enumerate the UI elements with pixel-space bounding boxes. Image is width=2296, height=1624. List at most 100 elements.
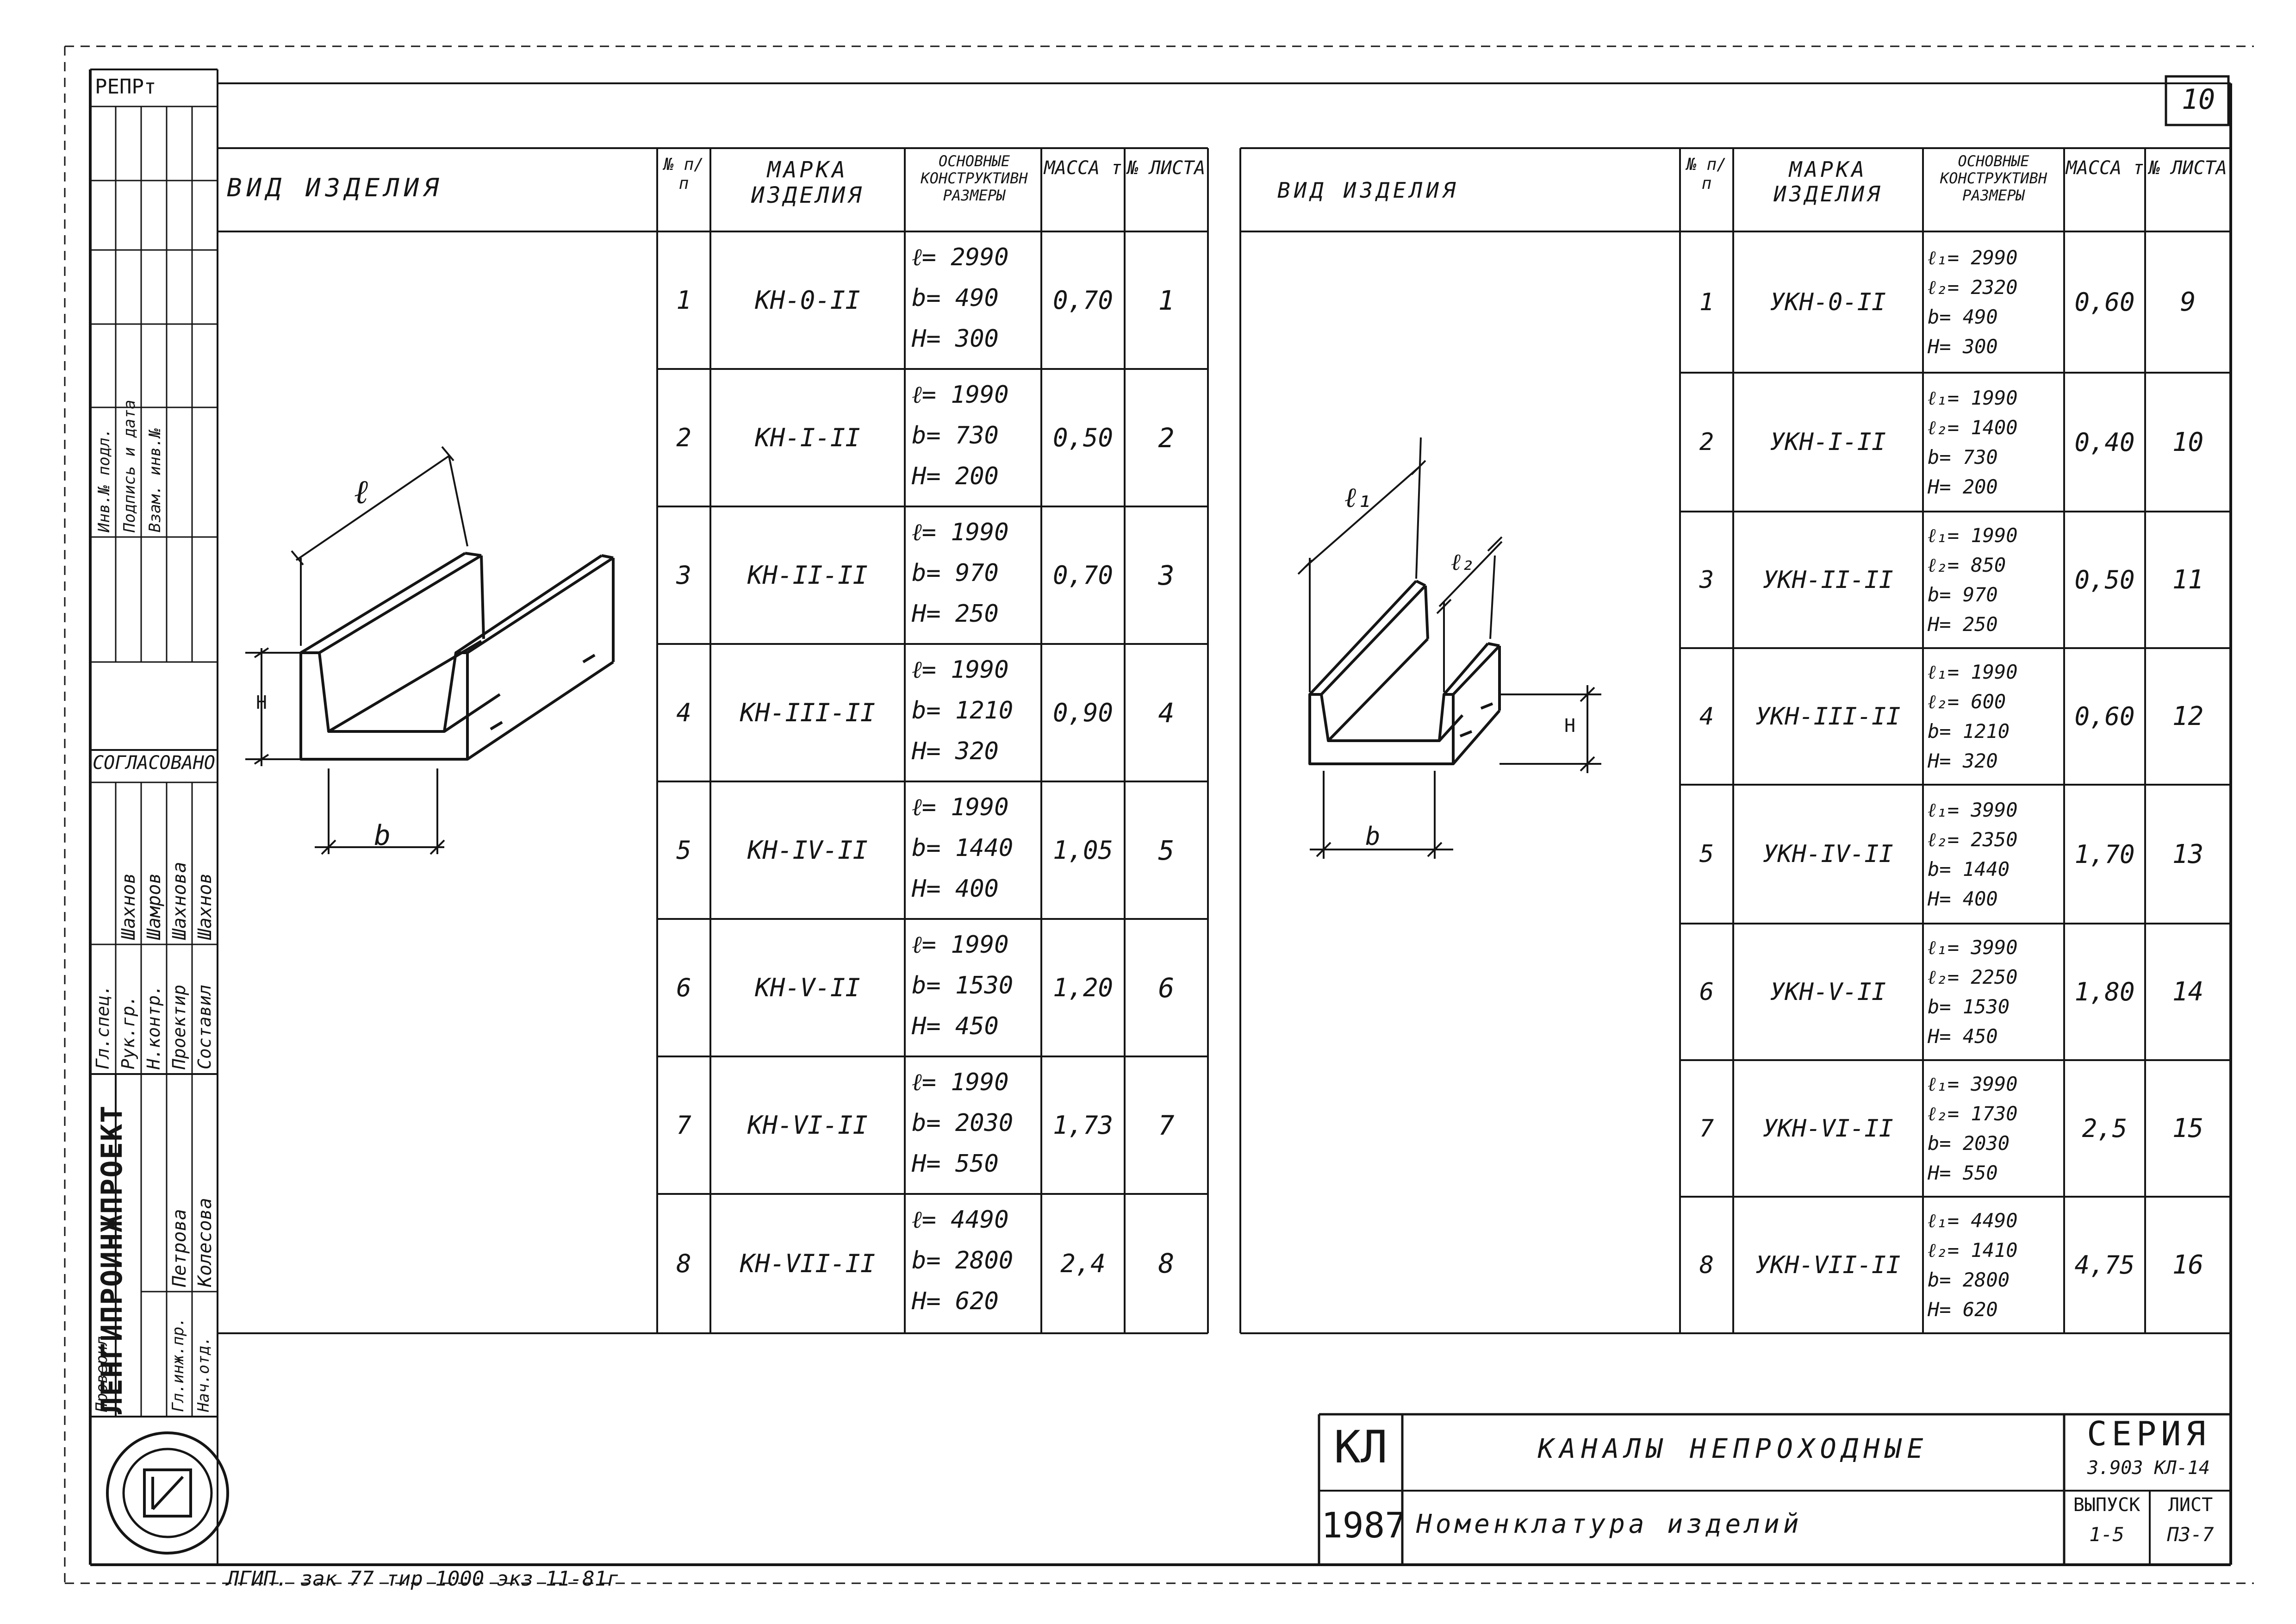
right-header-dims: ОСНОВНЫЕ КОНСТРУКТИВН РАЗМЕРЫ [1940, 152, 2047, 204]
issue-value: 1-5 [2089, 1523, 2124, 1546]
row-mark: УКН-V-II [1770, 978, 1886, 1006]
row-num: 6 [676, 973, 691, 1002]
row-mass: 0,90 [1052, 698, 1114, 727]
row-num: 1 [676, 286, 691, 315]
row-mass: 4,75 [2074, 1250, 2135, 1280]
series-label: СЕРИЯ [2087, 1414, 2210, 1453]
row-mark: КН-0-II [755, 286, 860, 315]
row-num: 8 [676, 1249, 691, 1278]
page-number: 10 [2181, 83, 2215, 116]
row-sheet: 10 [2172, 427, 2204, 457]
right-header-mass: МАССА т [2066, 157, 2144, 179]
row-num: 2 [1699, 428, 1714, 456]
row-mass: 0,70 [1052, 286, 1114, 315]
left-header-dims: ОСНОВНЫЕ КОНСТРУКТИВН РАЗМЕРЫ [921, 152, 1028, 204]
row-mass: 2,4 [1060, 1249, 1106, 1278]
row-sheet: 1 [1158, 284, 1175, 316]
row-mass: 0,50 [2074, 565, 2135, 594]
row-mass: 1,05 [1052, 836, 1114, 865]
row-sheet: 15 [2172, 1113, 2204, 1143]
row-num: 3 [676, 561, 691, 590]
row-mass: 1,20 [1052, 973, 1114, 1002]
row-num: 7 [1699, 1114, 1714, 1143]
title-block-title: КАНАЛЫ НЕПРОХОДНЫЕ [1537, 1433, 1929, 1464]
row-num: 4 [1699, 702, 1714, 731]
stamp-code-top: РЕПРт [95, 75, 156, 99]
row-mass: 0,40 [2074, 427, 2135, 457]
row-sheet: 5 [1158, 834, 1175, 866]
row-mass: 2,5 [2082, 1114, 2128, 1143]
row-sheet: 6 [1158, 972, 1175, 1004]
row-sheet: 16 [2172, 1250, 2204, 1280]
approved-label: СОГЛАСОВАНО [93, 752, 215, 774]
left-header-mark: МАРКА ИЗДЕЛИЯ [751, 157, 865, 209]
row-mass: 0,70 [1052, 561, 1114, 590]
dimension-label-length2: ℓ₂ [1451, 549, 1475, 575]
row-num: 5 [1699, 840, 1714, 868]
row-mark: КН-V-II [755, 973, 860, 1002]
row-sheet: 13 [2172, 839, 2204, 869]
row-mark: УКН-I-II [1770, 428, 1886, 456]
dimension-label-length1: ℓ₁ [1344, 481, 1373, 514]
dimension-label-length: ℓ [354, 472, 368, 511]
row-mark: УКН-IV-II [1763, 840, 1893, 868]
right-header-mark: МАРКА ИЗДЕЛИЯ [1773, 157, 1883, 206]
sheet-value: ПЗ-7 [2167, 1523, 2214, 1546]
row-mark: КН-II-II [747, 561, 868, 590]
left-header-num: № п/п [664, 155, 704, 194]
left-header-mass: МАССА т [1044, 157, 1122, 179]
row-num: 2 [676, 423, 691, 452]
print-footer-note: ЛГИП. зак 77 тир 1000 экз 11-81г [227, 1567, 619, 1591]
left-header-sheet: № ЛИСТА [1127, 157, 1206, 179]
row-sheet: 9 [2180, 287, 2196, 317]
row-mass: 1,73 [1052, 1111, 1114, 1140]
row-mark: УКН-0-II [1770, 288, 1886, 316]
row-mass: 0,50 [1052, 423, 1114, 452]
row-mark: КН-VI-II [747, 1111, 868, 1140]
series-value: 3.903 КЛ-14 [2087, 1457, 2210, 1479]
right-header-num: № п/п [1686, 155, 1727, 194]
row-num: 7 [676, 1111, 691, 1140]
row-mass: 1,80 [2074, 977, 2135, 1006]
row-sheet: 12 [2172, 701, 2204, 731]
right-header-view: ВИД ИЗДЕЛИЯ [1277, 178, 1459, 203]
dimension-label-height-right: H [1564, 715, 1576, 737]
left-header-view: ВИД ИЗДЕЛИЯ [227, 173, 443, 202]
row-num: 5 [676, 836, 691, 865]
row-mark: УКН-VI-II [1763, 1114, 1893, 1143]
row-sheet: 4 [1158, 697, 1175, 729]
row-mark: КН-IV-II [747, 836, 868, 865]
row-num: 6 [1699, 978, 1714, 1006]
row-num: 1 [1699, 288, 1714, 316]
sheet-label: ЛИСТ [2168, 1494, 2213, 1516]
row-mark: КН-VII-II [740, 1249, 876, 1278]
row-mark: УКН-VII-II [1755, 1251, 1901, 1279]
row-mass: 1,70 [2074, 839, 2135, 869]
row-mark: УКН-III-II [1755, 702, 1901, 731]
row-mark: КН-I-II [755, 423, 860, 452]
title-block-year: 1987 [1321, 1505, 1406, 1546]
dimension-label-width-right: b [1365, 822, 1381, 851]
row-num: 8 [1699, 1251, 1714, 1279]
row-num: 3 [1699, 566, 1714, 594]
